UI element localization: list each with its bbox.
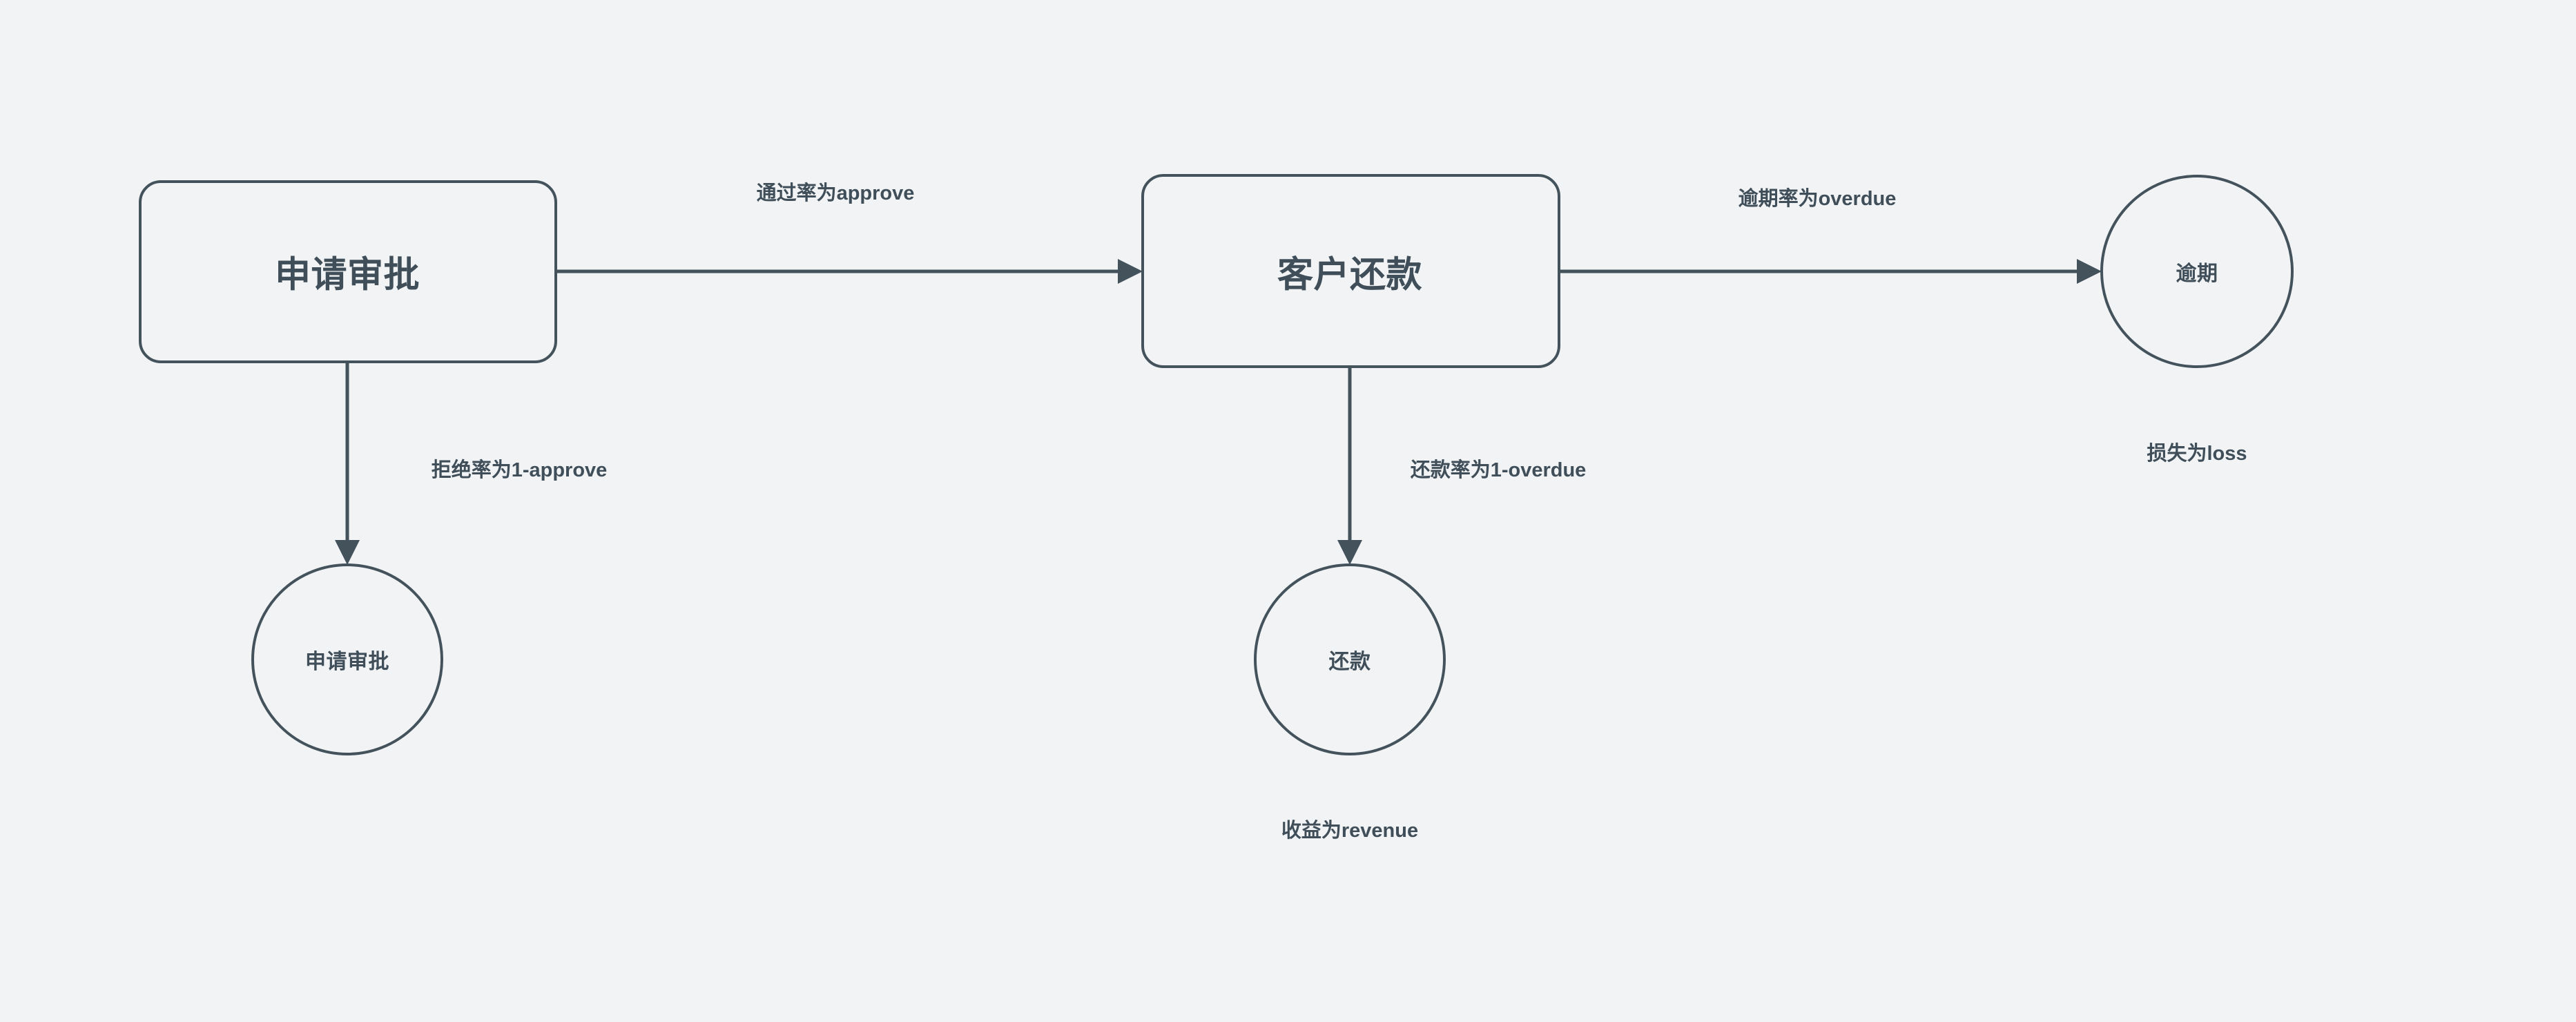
edge-overdue-arrow (1559, 259, 2102, 284)
customer-repay-box-label: 客户还款 (1277, 255, 1423, 296)
edge-reject-arrow (335, 362, 360, 565)
edge-repay-arrow (1337, 367, 1362, 565)
apply-review-box-label: 申请审批 (274, 255, 420, 296)
overdue-circle-label: 逾期 (2176, 262, 2218, 285)
edge-approve-label: 通过率为approve (756, 182, 915, 204)
edge-reject-label: 拒绝率为1-approve (431, 459, 608, 481)
edge-overdue-label: 逾期率为overdue (1738, 188, 1897, 210)
caption-revenue: 收益为revenue (1281, 820, 1419, 842)
edge-approve-arrow (556, 259, 1143, 284)
edge-repay-label: 还款率为1-overdue (1410, 459, 1587, 481)
repay-circle-label: 还款 (1328, 650, 1371, 673)
reject-circle-label: 申请审批 (305, 650, 389, 673)
caption-loss: 损失为loss (2147, 443, 2247, 465)
